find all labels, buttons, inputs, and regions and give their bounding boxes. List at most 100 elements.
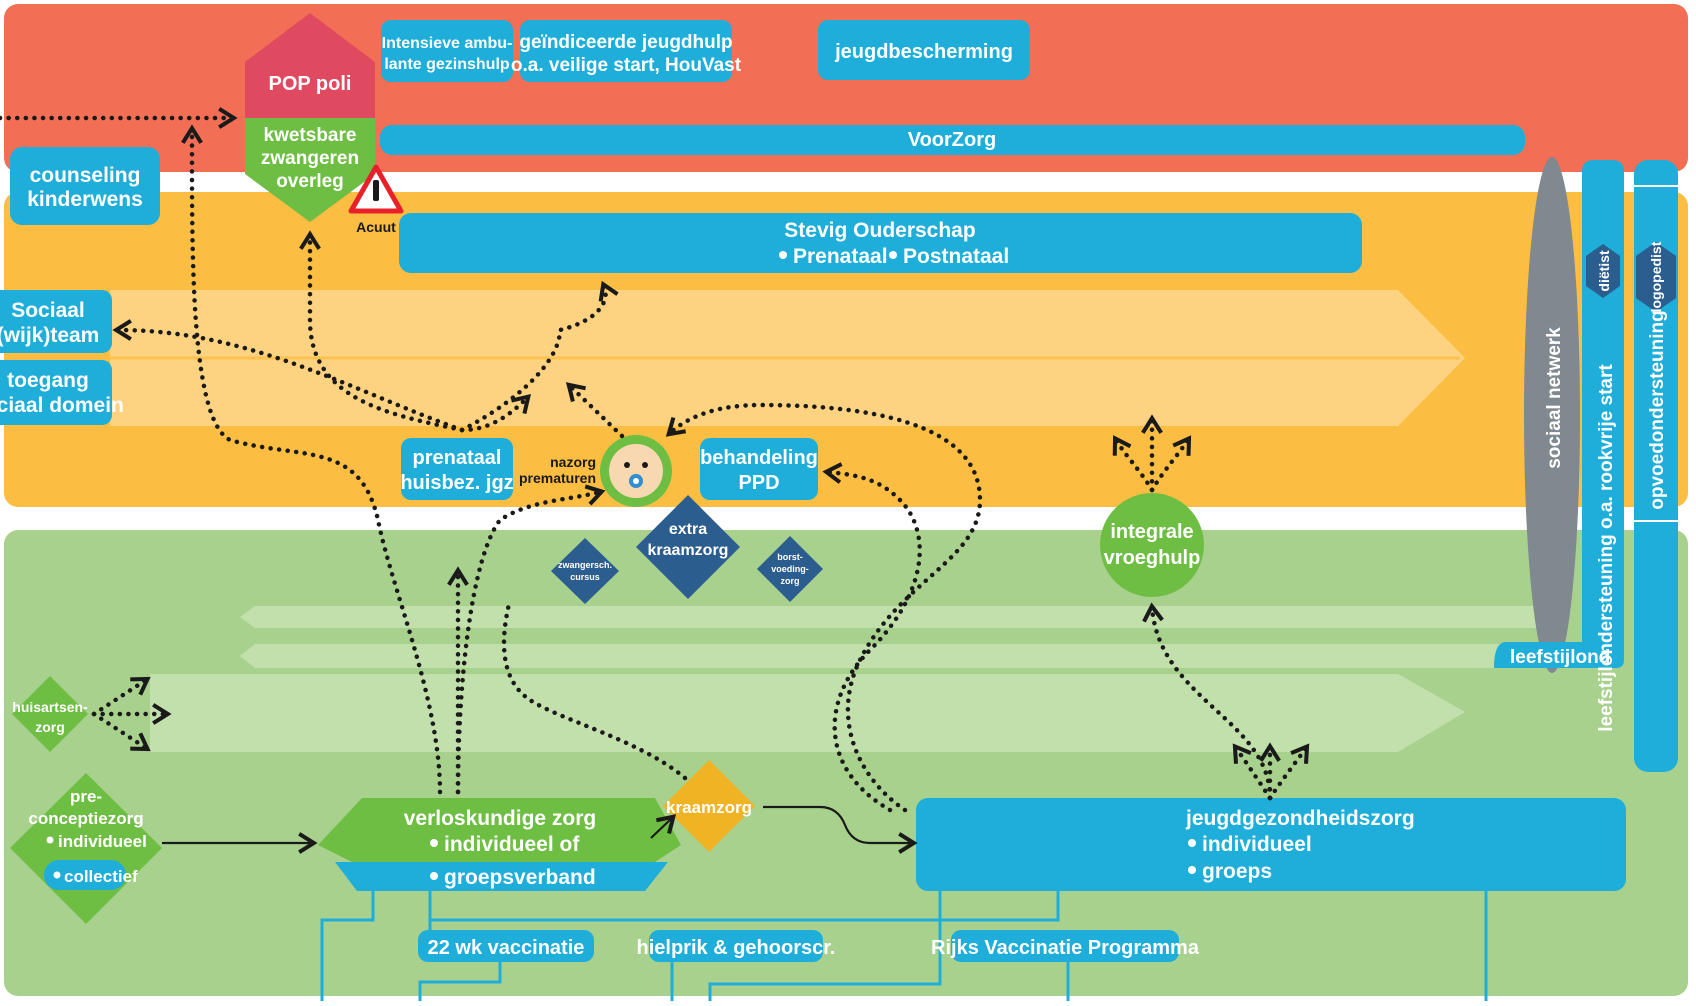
preconceptiezorg-diamond: [10, 773, 162, 924]
preconceptie-item-collectief: collectief: [64, 867, 138, 886]
counseling-line-1: counseling: [30, 164, 141, 187]
verloskundige-blue-strip: [335, 862, 668, 891]
dotted-huisarts-up: [91, 676, 151, 717]
toegang-line-2: sociaal domein: [0, 394, 124, 417]
nazorg-line-2: prematuren: [519, 470, 596, 486]
jgz-box: [916, 798, 1626, 891]
verloskundige-bullet-1: [430, 839, 438, 847]
dotted-jgz-up-right: [1267, 743, 1310, 801]
toegang-line-1: toegang: [7, 369, 89, 392]
jgz-line-1: jeugdgezondheidszorg: [1185, 807, 1415, 830]
sociaal-wijkteam-line-1: Sociaal: [11, 299, 85, 322]
kwetsbare-shape: [245, 118, 375, 222]
dotted-hub-to-kwetsbare: [299, 230, 465, 433]
arrow-kraamzorg-to-jgz: [763, 805, 918, 854]
acuut-label: Acuut: [356, 219, 396, 235]
prenataal-huisbez-line-1: prenataal: [413, 447, 502, 469]
baby-face: [609, 444, 663, 498]
jgz-item-individueel: individueel: [1202, 833, 1312, 856]
jeugdbescherming-label: jeugdbescherming: [834, 41, 1013, 63]
integrale-line-2: vroeghulp: [1104, 547, 1201, 569]
dotted-verlos-to-nazorg: [455, 484, 606, 795]
huisartsenzorg-line-2: zorg: [35, 719, 65, 735]
dietist-label: diëtist: [1596, 250, 1612, 292]
solid-arrows: [162, 805, 918, 854]
basic-care-band: [4, 530, 1688, 996]
dotted-huisarts-down: [91, 711, 151, 752]
extra-kraamzorg-line-2: kraamzorg: [648, 542, 729, 559]
green-flow-arrow-3: [150, 674, 1465, 752]
voorzorg-label: VoorZorg: [908, 129, 997, 151]
dotted-hub-to-sociaal: [112, 319, 465, 433]
behandeling-ppd-box: [700, 438, 818, 500]
integrale-line-1: integrale: [1110, 521, 1193, 543]
huisartsenzorg-diamond: [12, 676, 88, 752]
baby-eye-right: [642, 462, 648, 468]
baby-pacifier-center: [633, 478, 639, 484]
leefstijl-label: leefstijlondersteuning o.a. rookvrije st…: [1596, 364, 1617, 732]
warning-icon-bar: [373, 180, 379, 201]
dotted-vroeghulp-up-left: [1112, 435, 1155, 493]
preconceptie-bullet-1: [46, 836, 54, 844]
intensieve-box: [381, 20, 513, 82]
huisartsenzorg-line-1: huisartsen-: [12, 699, 88, 715]
dotted-baby-up: [565, 382, 625, 439]
dotted-jgz-to-vroeghulp: [1142, 602, 1273, 801]
hielprik-label: hielprik & gehoorscr.: [637, 937, 836, 959]
hielprik-pill: [649, 930, 823, 962]
zwangersch-line-1: zwangersch.: [558, 560, 612, 570]
dietist-badge: [1586, 244, 1620, 298]
toegang-box: [0, 360, 112, 425]
verloskundige-line-1: verloskundige zorg: [404, 807, 597, 830]
geindiceerde-line-2: o.a. veilige start, HouVast: [511, 55, 742, 76]
zwangersch-line-2: cursus: [570, 572, 600, 582]
borstvoeding-line-3: zorg: [781, 576, 800, 586]
jgz-bullet-2: [1188, 866, 1196, 874]
geindiceerde-line-1: geïndiceerde jeugdhulp: [519, 32, 732, 53]
borstvoeding-line-1: borst-: [777, 552, 803, 562]
opvoedondersteuning-bar: [1634, 160, 1678, 772]
kwetsbare-line-2: zwangeren: [261, 148, 359, 169]
preconceptie-bullet-2: [53, 871, 61, 879]
vaccinatie-22-pill: [418, 930, 594, 962]
vaccinatie-22-label: 22 wk vaccinatie: [428, 937, 585, 959]
borstvoeding-line-2: voeding-: [771, 564, 809, 574]
baby-eye-left: [624, 462, 630, 468]
sociaal-wijkteam-box: [0, 290, 112, 353]
kwetsbare-line-3: overleg: [276, 171, 344, 192]
kwetsbare-line-1: kwetsbare: [264, 125, 357, 146]
green-flow-arrow-1: [240, 606, 1545, 628]
collectief-pill: [44, 860, 126, 890]
green-flow-arrow-2: [240, 644, 1545, 668]
dotted-vroeghulp-up-right: [1149, 435, 1192, 493]
verloskundige-item-groepsverband: groepsverband: [444, 866, 596, 889]
verloskundige-bullet-2: [430, 872, 438, 880]
voorzorg-bar: [380, 125, 1525, 155]
counseling-box: [10, 147, 160, 225]
behandeling-line-1: behandeling: [700, 447, 818, 469]
behandeling-line-2: PPD: [738, 472, 779, 494]
kraamzorg-label: kraamzorg: [666, 798, 752, 817]
dotted-arrows: [0, 107, 1310, 813]
opvoedondersteuning-label: opvoedondersteuning: [1647, 310, 1668, 510]
arrow-verloskundige-to-kraamzorg: [650, 814, 677, 839]
dotted-kraamzorg-to-verlos: [501, 597, 688, 781]
pop-poli-shape: [245, 13, 375, 118]
stevig-title: Stevig Ouderschap: [784, 219, 975, 242]
logopedist-label: logopedist: [1648, 241, 1664, 312]
jgz-item-groeps: groeps: [1202, 860, 1272, 883]
jeugdbescherming-box: [818, 20, 1030, 80]
preconceptie-item-individueel: individueel: [58, 832, 147, 851]
leefstijl-label-horizontal: leefstijlond: [1510, 647, 1610, 668]
dotted-verlos-to-popcol: [181, 124, 443, 795]
stevig-bullet-1: [779, 251, 787, 259]
intensieve-line-1: Intensieve ambu-: [382, 35, 513, 52]
rvp-pill: [951, 930, 1179, 962]
preconceptie-line-2: conceptiezorg: [28, 809, 143, 828]
dotted-jgz-to-behandeling: [822, 462, 922, 813]
prenataal-huisbez-box: [401, 438, 513, 500]
verloskundige-green-shape: [318, 798, 681, 862]
sociaal-netwerk-bar: [1524, 157, 1580, 673]
